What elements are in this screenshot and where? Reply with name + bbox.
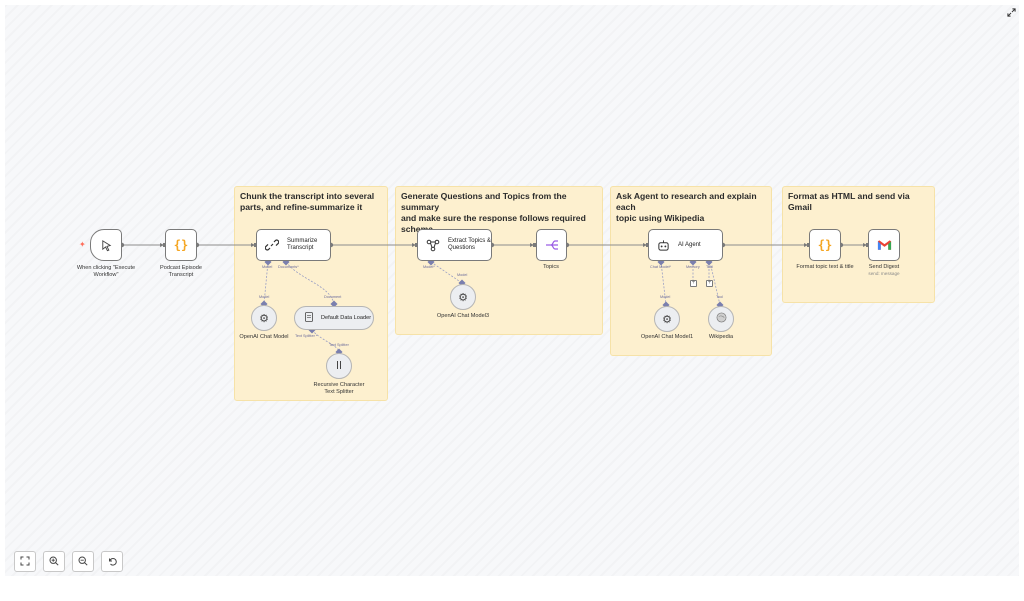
- bottom-strip: [0, 576, 1024, 601]
- port-openai3-model: Model: [457, 273, 468, 277]
- zoom-out-button[interactable]: [72, 551, 94, 572]
- zoom-in-icon: [49, 553, 59, 571]
- trigger-lightning-icon: ✦: [79, 240, 86, 249]
- podcast-label: Podcast Episode Transcript: [160, 265, 202, 278]
- node-topics[interactable]: [536, 229, 567, 261]
- port-openai4-model: Model: [660, 295, 671, 299]
- topics-label: Topics: [543, 264, 559, 270]
- fit-view-button[interactable]: [14, 551, 36, 572]
- port-splitter-out: Text Splitter: [329, 343, 349, 347]
- sticky-format[interactable]: Format as HTML and send via Gmail: [782, 186, 935, 303]
- gmail-label: Send Digest: [868, 264, 900, 270]
- openai-icon: ⚙: [662, 313, 672, 326]
- port-loader-document: Document: [324, 295, 342, 299]
- splitter-icon: [335, 357, 343, 375]
- network-icon: [426, 238, 440, 252]
- fit-view-icon: [20, 553, 30, 571]
- port-loader-text-splitter: Text Splitter *: [295, 334, 318, 338]
- sticky-format-text: Format as HTML and send via Gmail: [788, 191, 910, 212]
- cursor-icon: [100, 239, 113, 252]
- openai3-label: OpenAI Chat Model3: [436, 313, 490, 319]
- document-icon: [305, 309, 313, 327]
- node-summarize-transcript[interactable]: Summarize Transcript: [256, 229, 331, 261]
- port-openai1-model: Model: [259, 295, 270, 299]
- port-agent-chat-model: Chat Model*: [650, 265, 671, 269]
- trigger-label: When clicking "Execute Workflow": [76, 265, 136, 278]
- add-tool-button[interactable]: +: [706, 280, 713, 287]
- splitter-label: Recursive Character Text Splitter: [313, 382, 365, 395]
- gmail-sub: send: message: [868, 271, 900, 276]
- node-manual-trigger[interactable]: [90, 229, 122, 261]
- summarize-title: Summarize Transcript: [287, 238, 318, 251]
- node-openai-chat-model3[interactable]: ⚙: [450, 284, 476, 310]
- openai4-label: OpenAI Chat Model1: [640, 334, 694, 340]
- wikipedia-label: Wikipedia: [708, 334, 734, 340]
- braces-icon: {}: [817, 238, 833, 252]
- expand-icon[interactable]: [1005, 6, 1017, 18]
- braces-icon: {}: [173, 238, 189, 252]
- format-label: Format topic text & title: [796, 264, 854, 270]
- node-extract-topics[interactable]: Extract Topics & Questions: [417, 229, 492, 261]
- node-default-data-loader[interactable]: Default Data Loader: [294, 306, 374, 330]
- openai-icon: ⚙: [259, 312, 269, 325]
- split-icon: [545, 238, 559, 252]
- robot-icon: [657, 239, 670, 252]
- node-openai-chat-model[interactable]: ⚙: [251, 305, 277, 331]
- port-extract-model: Model*: [423, 265, 435, 269]
- link-icon: [265, 238, 279, 252]
- port-summarize-model: Model: [262, 265, 273, 269]
- reset-icon: [107, 553, 117, 571]
- port-summarize-documents: Documents*: [278, 265, 299, 269]
- node-ai-agent[interactable]: AI Agent: [648, 229, 723, 261]
- ai-agent-title: AI Agent: [678, 241, 701, 248]
- sticky-agent[interactable]: Ask Agent to research and explain each t…: [610, 186, 772, 356]
- loader-label: Default Data Loader: [321, 315, 372, 321]
- sticky-chunk[interactable]: Chunk the transcript into several parts,…: [234, 186, 388, 401]
- node-format-topic-text[interactable]: {}: [809, 229, 841, 261]
- zoom-in-button[interactable]: [43, 551, 65, 572]
- wikipedia-globe-icon: [716, 310, 727, 328]
- openai1-label: OpenAI Chat Model: [239, 334, 289, 340]
- openai-icon: ⚙: [458, 291, 468, 304]
- node-recursive-text-splitter[interactable]: [326, 353, 352, 379]
- sticky-agent-text: Ask Agent to research and explain each t…: [616, 191, 757, 223]
- reset-zoom-button[interactable]: [101, 551, 123, 572]
- extract-title: Extract Topics & Questions: [448, 238, 491, 251]
- node-podcast-transcript[interactable]: {}: [165, 229, 197, 261]
- node-wikipedia[interactable]: [708, 306, 734, 332]
- node-send-digest[interactable]: [868, 229, 900, 261]
- node-openai-chat-model1[interactable]: ⚙: [654, 306, 680, 332]
- port-agent-memory: Memory: [686, 265, 700, 269]
- zoom-out-icon: [78, 553, 88, 571]
- gmail-icon: [877, 239, 892, 251]
- add-memory-button[interactable]: +: [690, 280, 697, 287]
- port-agent-tool: Tool: [706, 265, 713, 269]
- port-wiki-tool: Tool: [716, 295, 723, 299]
- sticky-chunk-text: Chunk the transcript into several parts,…: [240, 191, 375, 212]
- sticky-generate-text: Generate Questions and Topics from the s…: [401, 191, 586, 234]
